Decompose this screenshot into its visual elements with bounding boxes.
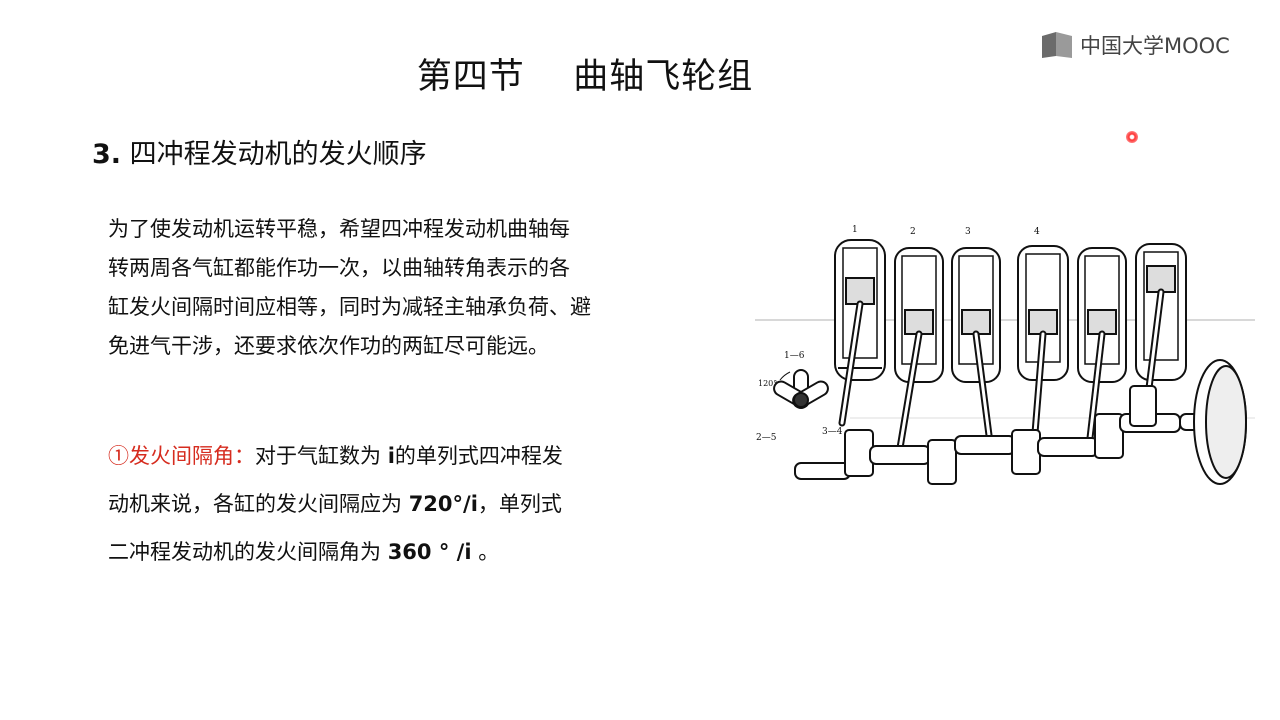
cylinder-block — [834, 239, 1187, 383]
page-title: 第四节 曲轴飞轮组 — [416, 57, 754, 97]
crankshaft — [794, 385, 1221, 485]
text-run: 对于气缸数为 — [255, 444, 388, 468]
crank-throw-inset — [773, 369, 829, 409]
crankshaft-diagram: 1 2 3 4 1—6 120° 2—5 3—4 — [755, 225, 1255, 485]
crank-label-left: 2—5 — [756, 433, 777, 443]
formula-360: 360 ° /i — [387, 540, 472, 564]
section-number: 3. — [92, 139, 122, 170]
cylinder-label: 3 — [965, 227, 971, 237]
term-firing-interval: ①发火间隔角： — [108, 444, 255, 468]
paragraph-line: 二冲程发动机的发火间隔角为 360 ° /i 。 — [108, 528, 728, 576]
paragraph-line: ①发火间隔角：对于气缸数为 i的单列式四冲程发 — [108, 432, 728, 480]
section-heading: 3. 四冲程发动机的发火顺序 — [92, 132, 427, 171]
cylinder-label: 2 — [910, 227, 916, 237]
cylinder-2 — [894, 247, 944, 383]
connecting-rods-inner — [840, 290, 1163, 450]
cylinder-4 — [1017, 245, 1069, 381]
paragraph-line: 免进气干涉，还要求依次作功的两缸尽可能远。 — [108, 334, 549, 358]
paragraph-firing-interval: ①发火间隔角：对于气缸数为 i的单列式四冲程发 动机来说，各缸的发火间隔应为 7… — [108, 432, 728, 576]
flywheel — [1193, 359, 1247, 485]
text-run: 的单列式四冲程发 — [394, 444, 563, 468]
paragraph-line: 缸发火间隔时间应相等，同时为减轻主轴承负荷、避 — [108, 295, 591, 319]
crank-label-angle: 120° — [758, 379, 777, 388]
paragraph-intro: 为了使发动机运转平稳，希望四冲程发动机曲轴每 转两周各气缸都能作功一次，以曲轴转… — [108, 210, 728, 366]
text-run: 。 — [471, 540, 500, 564]
crank-label-top: 1—6 — [784, 351, 805, 361]
paragraph-line: 动机来说，各缸的发火间隔应为 720°/i，单列式 — [108, 480, 728, 528]
text-run: 二冲程发动机的发火间隔角为 — [108, 540, 388, 564]
cylinder-label: 1 — [852, 225, 858, 235]
paragraph-line: 转两周各气缸都能作功一次，以曲轴转角表示的各 — [108, 256, 570, 280]
variable-i: i — [387, 444, 395, 468]
cylinder-label: 4 — [1034, 227, 1040, 237]
section-heading-text: 四冲程发动机的发火顺序 — [129, 139, 427, 170]
book-logo-icon — [1042, 32, 1072, 58]
formula-720: 720°/i — [408, 492, 478, 516]
laser-pointer — [1126, 131, 1138, 143]
text-run: 动机来说，各缸的发火间隔应为 — [108, 492, 409, 516]
cylinder-3 — [951, 247, 1001, 383]
crank-label-right: 3—4 — [822, 427, 843, 437]
paragraph-line: 为了使发动机运转平稳，希望四冲程发动机曲轴每 — [108, 217, 570, 241]
mooc-logo: 中国大学MOOC — [1040, 30, 1230, 60]
logo-text: 中国大学MOOC — [1080, 34, 1230, 58]
text-run: ，单列式 — [477, 492, 562, 516]
